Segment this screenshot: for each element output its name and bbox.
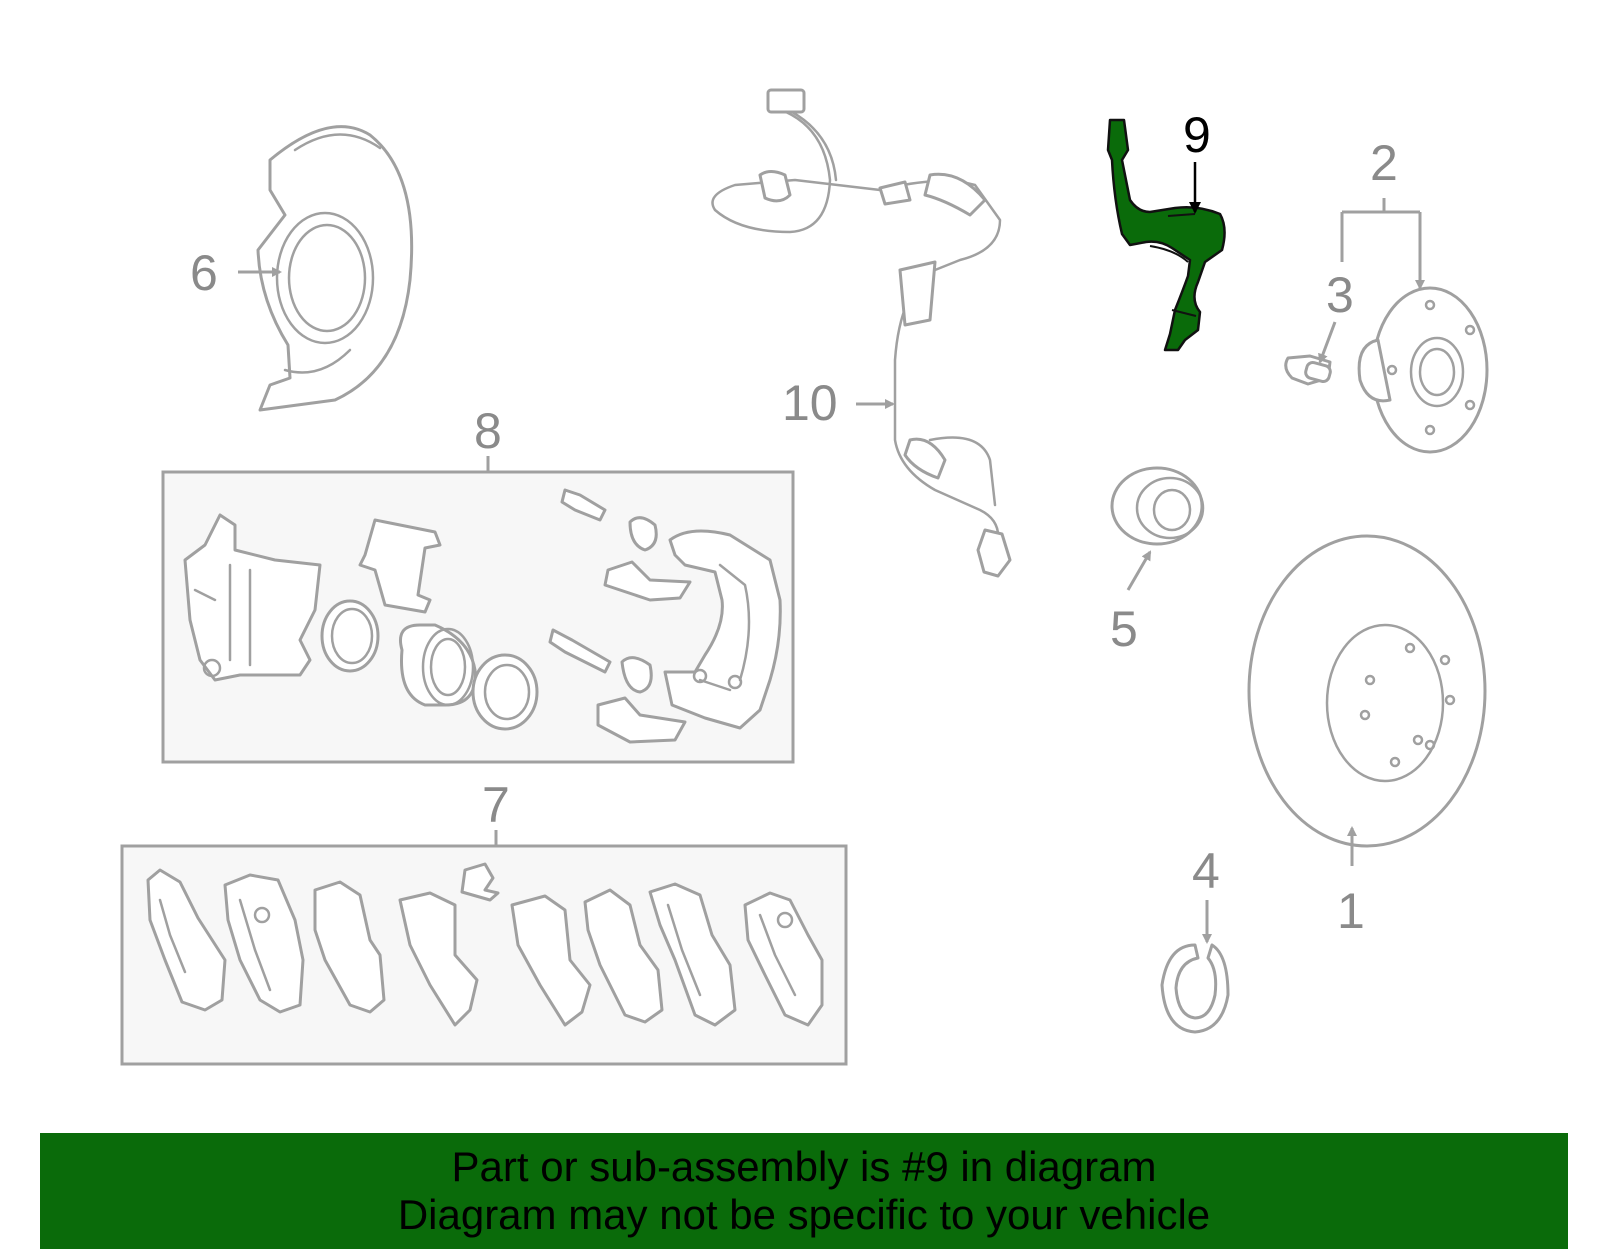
callout-4: 4	[1192, 843, 1220, 944]
banner-line-1: Part or sub-assembly is #9 in diagram	[451, 1143, 1157, 1190]
svg-text:3: 3	[1326, 267, 1354, 323]
wheel-speed-sensor-highlighted	[1106, 118, 1226, 352]
svg-text:6: 6	[190, 245, 218, 301]
callout-8: 8	[474, 403, 502, 472]
svg-text:8: 8	[474, 403, 502, 459]
wheel-hub	[1357, 286, 1489, 454]
wheel-bearing	[1110, 466, 1205, 546]
caliper-kit	[161, 470, 795, 764]
callout-9: 9	[1183, 107, 1211, 214]
svg-text:9: 9	[1183, 107, 1211, 163]
callout-1: 1	[1337, 826, 1365, 939]
svg-text:1: 1	[1337, 883, 1365, 939]
banner-line-2: Diagram may not be specific to your vehi…	[397, 1191, 1211, 1238]
callout-3: 3	[1318, 267, 1354, 364]
svg-text:10: 10	[782, 375, 838, 431]
brake-pads	[120, 844, 848, 1066]
svg-text:4: 4	[1192, 843, 1220, 899]
info-banner: Part or sub-assembly is #9 in diagram Di…	[40, 1133, 1568, 1249]
abs-wire-harness	[711, 88, 1012, 578]
splash-shield	[256, 125, 414, 412]
callout-6: 6	[190, 245, 282, 301]
callout-7: 7	[482, 777, 510, 846]
brake-disc	[1247, 534, 1487, 848]
svg-text:2: 2	[1370, 135, 1398, 191]
callout-2: 2	[1340, 135, 1425, 290]
callout-10: 10	[782, 375, 895, 431]
hub-bolt	[1284, 354, 1332, 386]
retaining-ring	[1160, 943, 1230, 1034]
callout-5: 5	[1110, 550, 1152, 657]
svg-text:5: 5	[1110, 601, 1138, 657]
svg-text:7: 7	[482, 777, 510, 833]
